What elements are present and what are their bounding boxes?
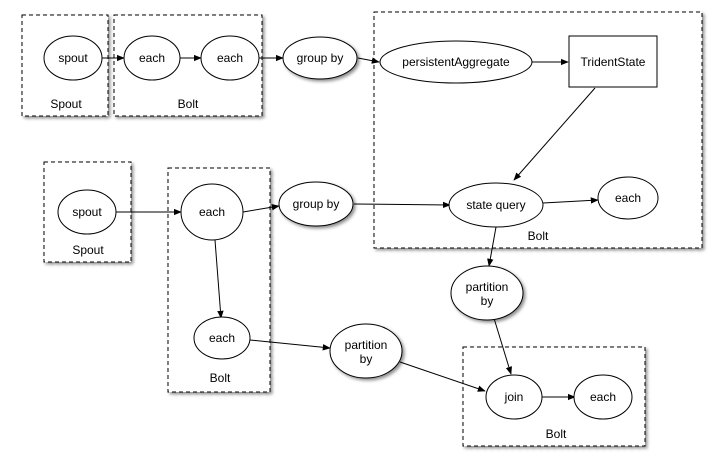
each-node-3 <box>180 183 244 241</box>
each-node-4 <box>597 176 659 220</box>
bolt-box-state-label: Bolt <box>528 229 549 243</box>
partition-by-node-1-label-line2: by <box>481 294 494 308</box>
group-by-node-2-label: group by <box>293 197 340 211</box>
spout-node-top-label: spout <box>58 51 88 65</box>
bolt-box-top-label: Bolt <box>178 97 199 111</box>
partition-by-node-2 <box>329 323 403 379</box>
state-query-node <box>448 182 544 228</box>
persistent-aggregate-node <box>379 40 533 84</box>
group-by-node-1 <box>282 36 358 80</box>
join-node-label: join <box>504 390 524 404</box>
each-node-2-label: each <box>217 51 243 65</box>
trident-state-label: TridentState <box>581 55 646 69</box>
each-node-4-label: each <box>615 191 641 205</box>
join-node <box>485 374 543 420</box>
spout-node-top <box>43 35 103 81</box>
group-by-node-1-label: group by <box>297 51 344 65</box>
each-node-6 <box>573 374 633 420</box>
spout-node-bottom <box>57 189 117 235</box>
spout-box-bottom-label: Spout <box>72 243 104 257</box>
each-node-3-label: each <box>199 205 225 219</box>
edge-statequery-each4 <box>542 197 599 204</box>
edge-each5-partition2 <box>249 339 331 351</box>
each-node-6-label: each <box>590 390 616 404</box>
spout-box-top-label: Spout <box>50 97 82 111</box>
each-node-5-label: each <box>209 331 235 345</box>
edge-partition1-join <box>492 314 512 375</box>
state-query-label: state query <box>466 198 525 212</box>
edge-groupby1-persist <box>357 57 380 64</box>
spout-node-bottom-label: spout <box>72 205 102 219</box>
persistent-aggregate-label: persistentAggregate <box>402 55 510 69</box>
each-node-2 <box>200 35 260 81</box>
trident-state-node <box>568 35 658 88</box>
edge-groupby2-statequery <box>353 201 451 209</box>
each-node-1 <box>123 35 181 81</box>
edge-partition2-join <box>399 361 486 392</box>
partition-by-node-1-label-line1: partition <box>466 280 509 294</box>
each-node-1-label: each <box>139 51 165 65</box>
bolt-box-join-label: Bolt <box>546 427 567 441</box>
edge-each3-groupby2 <box>242 204 280 213</box>
edge-statequery-partition1 <box>487 226 497 267</box>
partition-by-node-2-label-line2: by <box>360 352 373 366</box>
partition-by-node-1 <box>450 265 524 321</box>
edge-each3-each5 <box>214 239 224 319</box>
bolt-box-mid-label: Bolt <box>210 371 231 385</box>
group-by-node-2 <box>278 181 354 227</box>
partition-by-node-2-label-line1: partition <box>345 338 388 352</box>
edge-tridentstate-statequery <box>513 87 596 181</box>
each-node-5 <box>193 316 251 360</box>
